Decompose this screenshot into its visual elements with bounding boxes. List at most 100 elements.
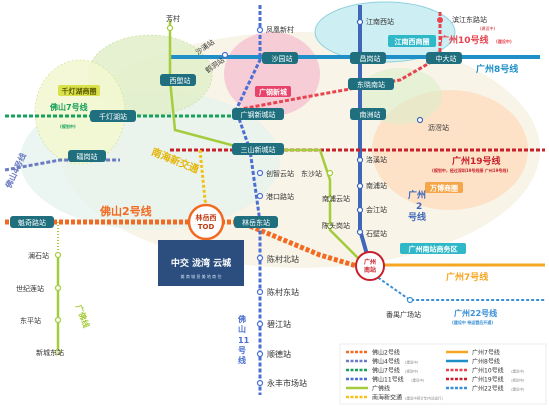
tod-marker[interactable]: 林岳西 TOD — [187, 203, 225, 241]
simple-stations — [54, 17, 443, 387]
label-lijiao[interactable]: 沥滘站 — [428, 123, 449, 132]
label-dongping[interactable]: 东平站 — [20, 316, 41, 325]
station-linyue-dong-label: 林岳东站 — [242, 218, 270, 227]
label-gz22: 广州22号线 — [454, 308, 497, 318]
label-chuangzhi[interactable]: 创智云站 — [266, 169, 294, 178]
label-jiangnan-xi[interactable]: 江南西站 — [366, 17, 394, 26]
qiandeng-district-label: 千灯湖商圈 — [62, 87, 97, 96]
label-huijiang[interactable]: 会江站 — [366, 205, 387, 214]
district-labels: 江南西商圈 广钢新城 千灯湖商圈 万博商圈 广州南站商务区 — [58, 35, 466, 254]
station-leigang-label: 礌岗站 — [77, 152, 98, 161]
station-qiandeng-hu[interactable]: 千灯湖站 — [90, 110, 136, 122]
legend-label-0-1: 佛山4号线 — [372, 358, 400, 366]
label-chentou[interactable]: 陈头岗站 — [322, 221, 350, 230]
project-box[interactable]: 中交 泷湾 云城 美 商 城 投 美 地 商 住 — [158, 240, 244, 286]
station-guangzhou-nan[interactable]: 广州 南站 — [355, 251, 385, 281]
legend-note-0-2: (规划中) — [405, 369, 419, 374]
label-gz2-char3: 号线 — [408, 211, 426, 223]
legend-label-0-0: 佛山2号线 — [372, 349, 400, 357]
label-xinchengdong[interactable]: 新城东站 — [36, 348, 64, 357]
legend-label-1-1: 广州8号线 — [472, 358, 500, 366]
label-fs11-char4: 号 — [238, 346, 246, 355]
legend-note-1-4: (建设中) — [511, 387, 525, 392]
station-dongxiao-nan[interactable]: 东晓南站 — [348, 78, 394, 90]
label-guangzhou-nan-2: 南站 — [364, 266, 376, 274]
tod-label-2: TOD — [198, 223, 215, 231]
legend-bg — [339, 343, 547, 405]
label-guangzhou-nan-1: 广州 — [364, 258, 376, 266]
label-fs11-char5: 线 — [238, 355, 246, 365]
legend-label-1-4: 广州22号线 — [472, 385, 504, 393]
label-luoxi[interactable]: 洛溪站 — [366, 155, 387, 164]
wanbo-district-label: 万博商圈 — [429, 184, 458, 193]
jiangnan-xi-district-label: 江南西商圈 — [395, 37, 430, 46]
station-zhongda-label: 中大站 — [436, 54, 457, 63]
jiangnan-xi-district-box — [388, 35, 436, 47]
label-shunde[interactable]: 顺德站 — [267, 349, 291, 359]
label-fs11-char3: 11 — [238, 336, 250, 345]
label-fs11-char2: 山 — [238, 324, 246, 334]
station-xilang[interactable]: 西塱站 — [160, 74, 196, 86]
line-foshan-4 — [4, 158, 120, 172]
label-gz22-note: (建设中 待运营后开通) — [452, 319, 493, 325]
station-kuiqi-lu-label: 魁奇路站 — [18, 218, 46, 227]
label-panyu-guangchang[interactable]: 番禺广场站 — [386, 310, 421, 319]
station-shayuan[interactable]: 沙园站 — [262, 52, 298, 64]
station-sanshan[interactable]: 三山新城站 — [232, 143, 284, 155]
transfer-badges: 沙园站 昌岗站 中大站 西塱站 东晓南站 广钢新城站 南洲站 — [10, 52, 462, 228]
label-fs2: 佛山2号线 — [99, 204, 152, 218]
label-gz10: 广州10号线 — [440, 34, 489, 46]
label-yongfeng[interactable]: 永丰市场站 — [267, 378, 307, 388]
station-gangtie-xincheng[interactable]: 广钢新城站 — [232, 108, 284, 120]
station-qiandeng-hu-label: 千灯湖站 — [99, 112, 127, 121]
label-binjiang-donglu[interactable]: 滨江东路站 — [452, 15, 487, 24]
legend-note-1-2: (建设中) — [511, 369, 525, 374]
vertical-line-labels: 广州 2 号线 佛 山 11 号 线 — [237, 189, 426, 365]
label-gangkou[interactable]: 港口路站 — [266, 192, 294, 201]
station-nanzhou-label: 南洲站 — [360, 110, 381, 119]
line-foshan-2 — [5, 219, 371, 273]
label-fs7-note: (规划中) — [60, 123, 76, 129]
label-gz2-char1: 广州 — [408, 189, 426, 201]
label-fs7: 佛山7号线 — [49, 102, 88, 112]
label-dongsha[interactable]: 东沙站 — [301, 169, 322, 178]
label-gz19: 广州19号线 — [452, 155, 501, 167]
label-shijilian[interactable]: 世纪莲站 — [16, 284, 44, 293]
label-binjiang-note: (建设中) — [480, 25, 496, 31]
tod-label-1: 林岳西 — [196, 213, 217, 222]
station-leigang[interactable]: 礌岗站 — [68, 150, 106, 162]
legend-note-0-5: (建设中预计年内试运行) — [405, 396, 443, 401]
station-dongxiao-nan-label: 东晓南站 — [357, 80, 385, 89]
station-changgang[interactable]: 昌岗站 — [350, 52, 386, 64]
station-sanshan-label: 三山新城站 — [241, 145, 276, 154]
project-subtitle: 美 商 城 投 美 地 商 住 — [181, 273, 222, 279]
station-xilang-label: 西塱站 — [170, 76, 191, 85]
legend-label-1-3: 广州19号线 — [472, 376, 504, 384]
gangtie-district-label: 广钢新城 — [259, 88, 287, 97]
metro-lines — [4, 5, 545, 395]
legend-label-1-2: 广州10号线 — [472, 367, 504, 375]
label-chencun-dong[interactable]: 陈村东站 — [267, 287, 299, 297]
nanzhan-district-label: 广州南站商务区 — [409, 245, 458, 254]
station-gangtie-xincheng-label: 广钢新城站 — [241, 110, 276, 119]
label-nanpu-yungu[interactable]: 南浦云站 — [322, 194, 350, 203]
station-nanzhou[interactable]: 南洲站 — [350, 108, 386, 120]
label-gz7: 广州7号线 — [446, 271, 488, 283]
label-bijiang[interactable]: 碧江站 — [267, 319, 291, 329]
station-changgang-label: 昌岗站 — [360, 54, 381, 63]
station-kuiqi-lu[interactable]: 魁奇路站 — [10, 216, 54, 228]
label-chencun-bei[interactable]: 陈村北站 — [267, 254, 299, 264]
label-shibi[interactable]: 石壁站 — [366, 229, 387, 238]
station-zhongda[interactable]: 中大站 — [426, 52, 462, 64]
legend-label-0-3: 佛山11号线 — [372, 376, 404, 384]
legend-label-1-0: 广州7号线 — [472, 349, 500, 357]
legend-label-0-4: 广佛线 — [372, 385, 390, 393]
legend-note-1-3: (规划中) — [511, 378, 525, 383]
label-lanshi[interactable]: 澜石站 — [28, 251, 49, 260]
label-fangcun[interactable]: 芳村 — [166, 14, 180, 23]
label-fenghuang-xincun[interactable]: 凤凰新村 — [266, 25, 294, 34]
station-linyue-dong[interactable]: 林岳东站 — [234, 216, 278, 228]
label-gz2-char2: 2 — [416, 202, 422, 212]
label-nanpu[interactable]: 南浦站 — [366, 181, 387, 190]
